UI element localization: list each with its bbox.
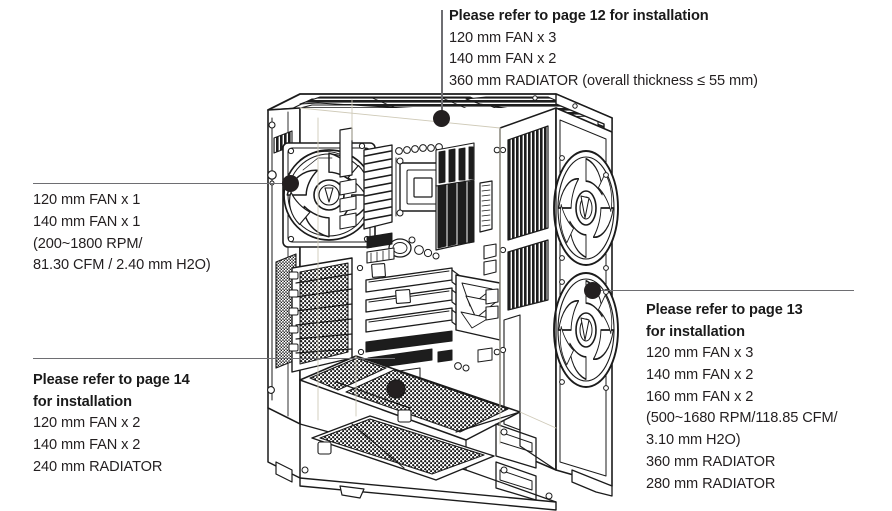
front-partition bbox=[499, 107, 557, 471]
front-intake-fan-lower bbox=[553, 272, 619, 391]
right-callout-line-3: 160 mm FAN x 2 bbox=[646, 388, 754, 405]
ram-slots bbox=[435, 142, 475, 251]
case-feet bbox=[267, 407, 557, 511]
left-callout-line-1: 120 mm FAN x 1 bbox=[33, 192, 141, 208]
top-callout-line-2: 140 mm FAN x 2 bbox=[449, 51, 557, 68]
right-callout-line-5: 3.10 mm H2O) bbox=[646, 432, 741, 449]
right-callout-line-1: 120 mm FAN x 3 bbox=[646, 345, 754, 361]
front-intake-fan-upper bbox=[553, 150, 619, 271]
vrm-capacitors bbox=[395, 143, 443, 155]
bottomleft-callout-line-1: 120 mm FAN x 2 bbox=[33, 415, 141, 431]
rear-fan-callout: 120 mm FAN x 1 140 mm FAN x 1 (200~1800 … bbox=[33, 190, 211, 277]
cpu-cooler-tubes bbox=[339, 127, 357, 230]
leader-line-bottomleft bbox=[33, 357, 395, 360]
vrm-heatsink bbox=[363, 144, 393, 230]
leader-line-right bbox=[592, 289, 854, 292]
left-callout-line-4: 81.30 CFM / 2.40 mm H2O) bbox=[33, 257, 211, 274]
bottomleft-callout-heading-1: Please refer to page 14 bbox=[33, 372, 190, 388]
front-intake-assembly bbox=[553, 107, 619, 497]
right-callout-heading-2: for installation bbox=[646, 323, 745, 340]
atx-power-header bbox=[479, 180, 493, 233]
expansion-slot-covers bbox=[288, 257, 353, 373]
bottomleft-callout-line-2: 140 mm FAN x 2 bbox=[33, 436, 141, 453]
cpu-socket bbox=[395, 157, 456, 217]
right-callout-heading-1: Please refer to page 13 bbox=[646, 302, 803, 318]
left-callout-line-2: 140 mm FAN x 1 bbox=[33, 213, 141, 230]
drive-bays bbox=[495, 423, 537, 501]
leader-dot-left bbox=[282, 175, 299, 192]
leader-dot-top bbox=[433, 110, 450, 127]
front-panel-headers bbox=[366, 232, 395, 264]
leader-dot-right bbox=[584, 282, 601, 299]
right-callout-line-7: 280 mm RADIATOR bbox=[646, 475, 776, 492]
top-callout-heading: Please refer to page 12 for installation bbox=[449, 8, 709, 24]
right-callout-line-6: 360 mm RADIATOR bbox=[646, 453, 776, 470]
leader-line-left bbox=[33, 182, 288, 185]
bottom-mount-callout: Please refer to page 14 for installation… bbox=[33, 370, 190, 478]
bottomleft-callout-line-3: 240 mm RADIATOR bbox=[33, 458, 163, 475]
motherboard bbox=[356, 142, 501, 383]
bottomleft-callout-heading-2: for installation bbox=[33, 393, 132, 410]
right-callout-line-2: 140 mm FAN x 2 bbox=[646, 366, 754, 383]
top-mount-callout: Please refer to page 12 for installation… bbox=[449, 6, 758, 93]
top-callout-line-1: 120 mm FAN x 3 bbox=[449, 29, 557, 46]
top-callout-line-3: 360 mm RADIATOR (overall thickness ≤ 55 … bbox=[449, 73, 758, 90]
pcie-slots bbox=[365, 263, 461, 353]
leader-line-top bbox=[441, 10, 443, 120]
bottom-dust-filter bbox=[311, 409, 495, 481]
lower-chamber bbox=[311, 409, 557, 503]
left-callout-line-3: (200~1800 RPM/ bbox=[33, 235, 143, 252]
front-mount-callout: Please refer to page 13 for installation… bbox=[646, 300, 838, 496]
sata-ports bbox=[483, 243, 499, 321]
right-callout-line-4: (500~1680 RPM/118.85 CFM/ bbox=[646, 410, 838, 427]
